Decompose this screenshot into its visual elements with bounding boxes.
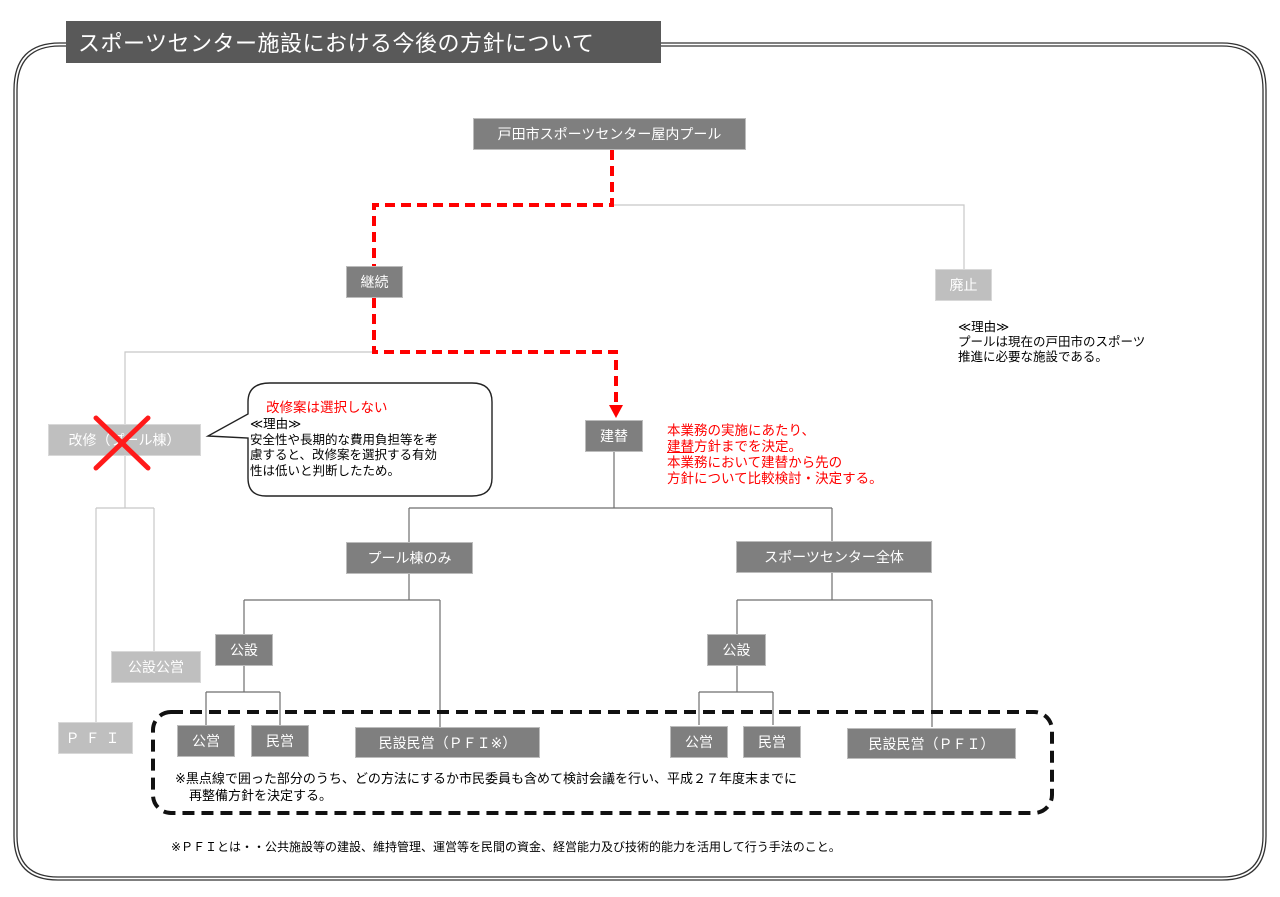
- node-pool-only[interactable]: プール棟のみ: [346, 542, 473, 574]
- rebuild-note-underlined: 建替: [667, 439, 694, 455]
- node-renovate-pfi[interactable]: ＰＦＩ: [58, 722, 133, 754]
- abolish-reason-heading: ≪理由≫: [958, 319, 1010, 334]
- node-root[interactable]: 戸田市スポーツセンター屋内プール: [473, 118, 746, 150]
- arrow-head-icon: [609, 405, 623, 418]
- callout-heading: ≪理由≫: [250, 416, 302, 431]
- node-renovate-public[interactable]: 公設公営: [111, 651, 201, 683]
- node-abolish[interactable]: 廃止: [935, 269, 992, 301]
- abolish-reason-line: プールは現在の戸田市のスポーツ: [958, 334, 1146, 349]
- rebuild-note: 本業務の実施にあたり、 建替方針までを決定。 本業務において建替から先の 方針に…: [667, 423, 883, 487]
- node-rebuild[interactable]: 建替: [585, 420, 643, 452]
- outer-frame: [13, 42, 1267, 881]
- node-continue[interactable]: 継続: [346, 266, 403, 298]
- connector-lines-dark: [205, 452, 933, 727]
- page-title: スポーツセンター施設における今後の方針について: [66, 21, 661, 63]
- node-public-op-pool[interactable]: 公営: [177, 725, 235, 757]
- rebuild-note-line: 本業務の実施にあたり、: [667, 423, 815, 439]
- abolish-reason-line: 推進に必要な施設である。: [958, 349, 1108, 364]
- node-private-pfi-center[interactable]: 民設民営（ＰＦＩ）: [847, 728, 1016, 759]
- abolish-reason: ≪理由≫ プールは現在の戸田市のスポーツ 推進に必要な施設である。: [958, 319, 1145, 364]
- node-whole-center[interactable]: スポーツセンター全体: [736, 541, 932, 573]
- node-public-build-pool[interactable]: 公設: [215, 634, 273, 666]
- callout-line: 安全性や長期的な費用負担等を考: [250, 431, 438, 447]
- group-note-line: 再整備方針を決定する。: [189, 789, 333, 804]
- rejected-x-icon: [93, 415, 151, 471]
- callout-title: 改修案は選択しない: [266, 400, 388, 416]
- node-private-op-pool[interactable]: 民営: [251, 725, 309, 757]
- connector-lines-light: [95, 204, 965, 722]
- rebuild-note-line: 方針について比較検討・決定する。: [667, 471, 883, 487]
- pfi-footnote: ※ＰＦＩとは・・公共施設等の建設、維持管理、運営等を民間の資金、経営能力及び技術…: [171, 840, 841, 854]
- node-public-op-center[interactable]: 公営: [670, 726, 728, 758]
- node-private-pfi-pool[interactable]: 民設民営（ＰＦＩ※）: [355, 727, 540, 758]
- callout-line: 性は低いと判断したため。: [250, 462, 401, 478]
- node-public-build-center[interactable]: 公設: [707, 634, 766, 666]
- rebuild-note-line: 建替方針までを決定。: [667, 439, 883, 455]
- group-note: ※黒点線で囲った部分のうち、どの方法にするか市民委員も含めて検討会議を行い、平成…: [175, 771, 797, 805]
- callout-body: ≪理由≫ 安全性や長期的な費用負担等を考 慮すると、改修案を選択する有効 性は低…: [250, 416, 438, 478]
- node-private-op-center[interactable]: 民営: [743, 726, 801, 758]
- callout-bubble: [205, 382, 493, 497]
- rebuild-note-rest: 方針までを決定。: [694, 439, 802, 455]
- selected-path: [372, 150, 618, 408]
- callout-line: 慮すると、改修案を選択する有効: [250, 447, 438, 462]
- rebuild-note-line: 本業務において建替から先の: [667, 455, 843, 471]
- group-note-line: ※黒点線で囲った部分のうち、どの方法にするか市民委員も含めて検討会議を行い、平成…: [175, 772, 798, 787]
- candidate-options-group: [151, 710, 1054, 815]
